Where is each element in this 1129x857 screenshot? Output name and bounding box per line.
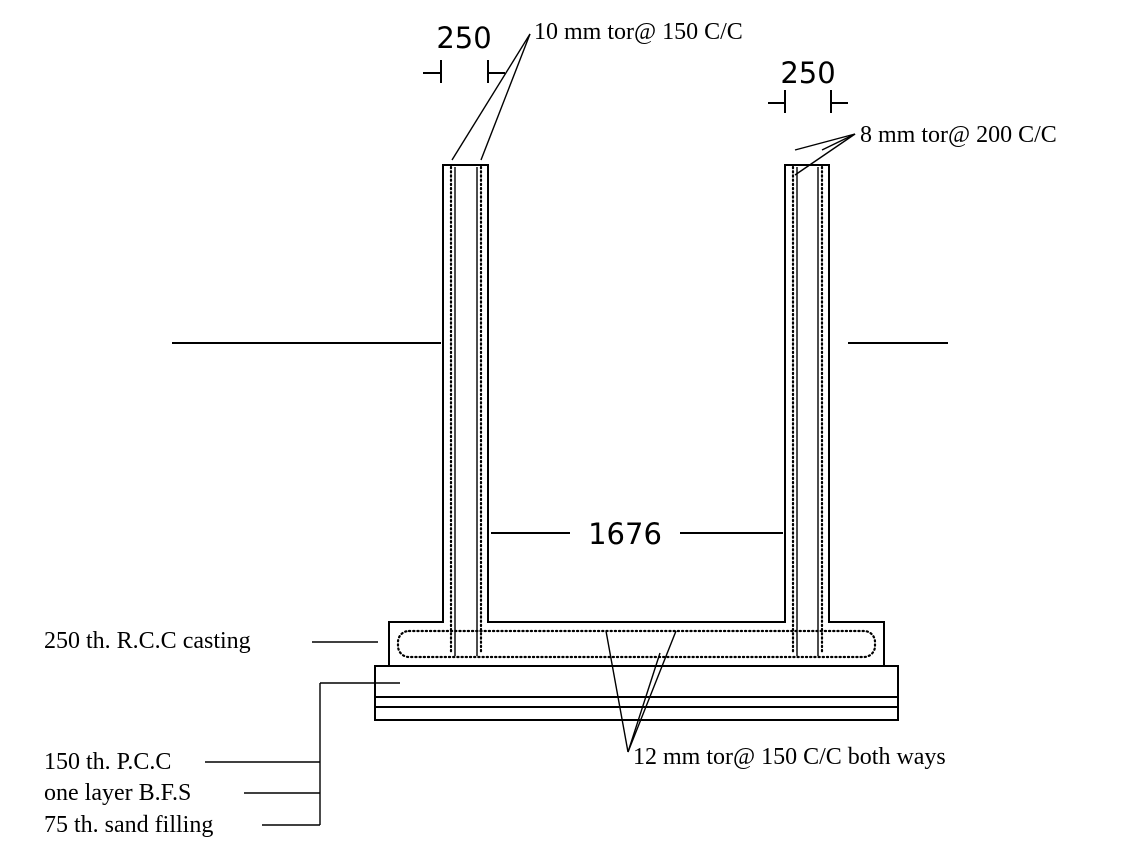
left-wall-rebar-label: 10 mm tor@ 150 C/C bbox=[534, 19, 743, 45]
bfs-label: one layer B.F.S bbox=[44, 780, 191, 806]
right-wall-dimension: 250 bbox=[780, 56, 835, 90]
left-wall-dimension: 250 bbox=[436, 21, 491, 55]
right-rebar-leader-a bbox=[794, 133, 856, 151]
pcc-layer bbox=[374, 665, 899, 721]
base-rebar-leader-c bbox=[627, 630, 677, 753]
base-rebar-label: 12 mm tor@ 150 C/C both ways bbox=[633, 744, 946, 770]
left-rebar-leader-a bbox=[451, 33, 531, 161]
base-rebar-leader-a bbox=[605, 630, 629, 753]
sand-label: 75 th. sand filling bbox=[44, 812, 213, 838]
base-rebar-leader-b bbox=[627, 652, 661, 753]
inner-width-dimension: 1676 bbox=[588, 517, 662, 551]
base-slab-rebar bbox=[396, 629, 877, 659]
rcc-casting-label: 250 th. R.C.C casting bbox=[44, 628, 251, 654]
tank-outline bbox=[388, 164, 885, 667]
left-rebar-leader-b bbox=[480, 33, 531, 161]
pcc-label: 150 th. P.C.C bbox=[44, 749, 171, 775]
right-rebar-leader-b bbox=[821, 133, 856, 151]
right-wall-rebar-label: 8 mm tor@ 200 C/C bbox=[860, 122, 1057, 148]
right-rebar-leader-c bbox=[794, 133, 856, 176]
